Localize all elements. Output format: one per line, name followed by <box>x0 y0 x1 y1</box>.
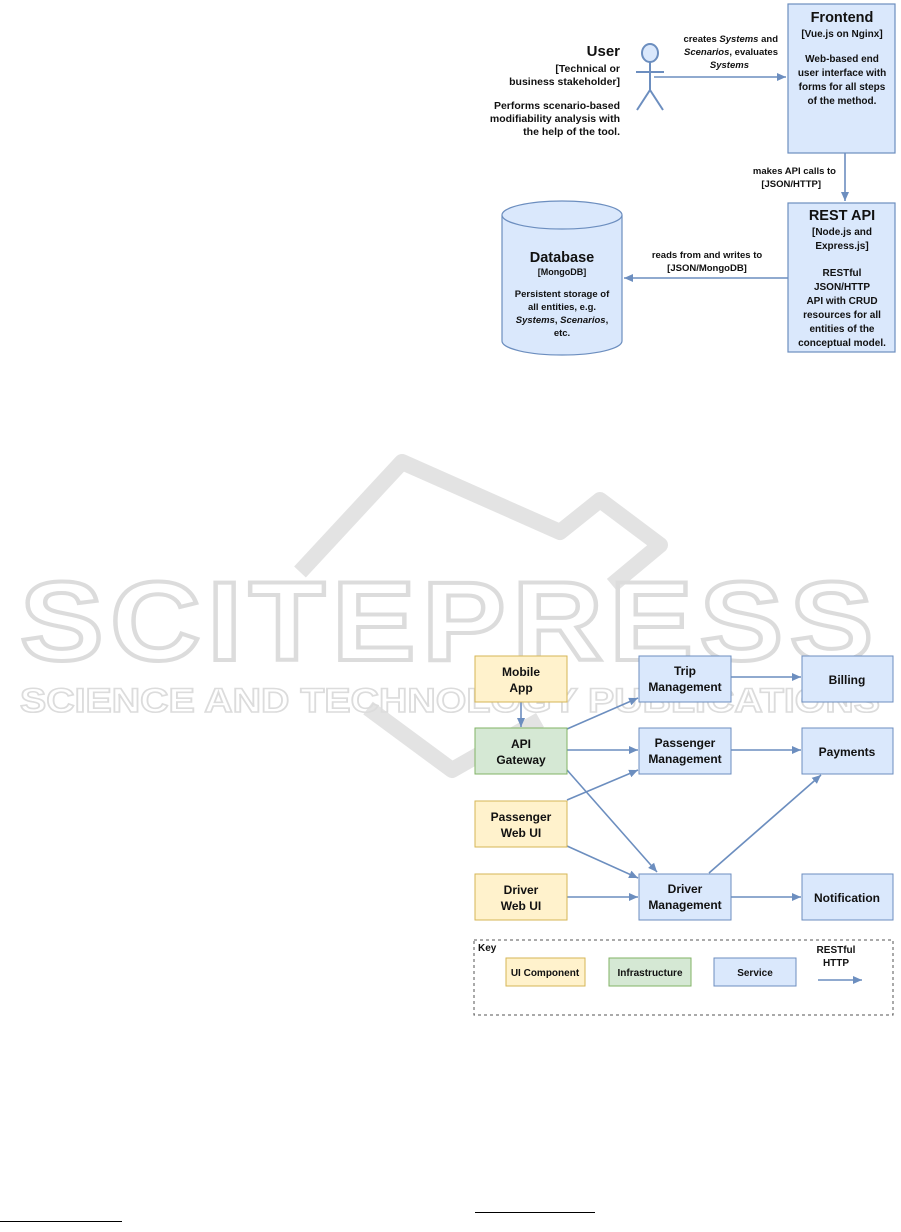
svg-text:[MongoDB]: [MongoDB] <box>538 267 586 277</box>
node-notification: Notification <box>801 873 894 921</box>
legend-restful-arrow: RESTful HTTP <box>817 945 862 984</box>
svg-text:Systems, Scenarios,: Systems, Scenarios, <box>516 315 608 326</box>
label-frontend-to-api: makes API calls to [JSON/HTTP] <box>753 166 836 190</box>
legend-infrastructure: Infrastructure <box>608 957 692 987</box>
footnote-rule-left <box>0 1221 122 1222</box>
node-passenger-web-ui: Passenger Web UI <box>474 800 568 848</box>
frontend-title: Frontend <box>811 10 874 26</box>
rest-api-title: REST API <box>809 208 875 224</box>
svg-text:[JSON/HTTP]: [JSON/HTTP] <box>761 179 821 190</box>
arrow-passengerui-to-passenger <box>566 769 639 801</box>
svg-text:Infrastructure: Infrastructure <box>617 968 682 979</box>
svg-text:the help of the tool.: the help of the tool. <box>523 126 620 138</box>
database-cylinder-icon <box>501 215 623 356</box>
svg-text:Service: Service <box>737 968 773 979</box>
user-actor-icon <box>636 43 664 111</box>
svg-text:Systems: Systems <box>710 60 749 71</box>
svg-text:makes API calls to: makes API calls to <box>753 166 836 177</box>
svg-text:Notification: Notification <box>814 891 880 905</box>
frontend-container: Frontend [Vue.js on Nginx] Web-based end… <box>787 3 896 154</box>
label-api-to-database: reads from and writes to [JSON/MongoDB] <box>652 250 763 274</box>
svg-text:UI Component: UI Component <box>511 968 580 979</box>
database-title: Database <box>530 250 594 266</box>
svg-text:Passenger: Passenger <box>491 810 552 824</box>
footnote-rule-right <box>475 1212 595 1213</box>
svg-text:API with CRUD: API with CRUD <box>806 296 877 307</box>
legend-service: Service <box>713 957 797 987</box>
svg-text:all entities, e.g.: all entities, e.g. <box>528 302 596 313</box>
svg-text:user interface with: user interface with <box>798 68 886 79</box>
svg-text:API: API <box>511 737 531 751</box>
node-driver-management: Driver Management <box>638 873 732 921</box>
svg-text:business stakeholder]: business stakeholder] <box>509 76 620 88</box>
svg-text:Performs scenario-based: Performs scenario-based <box>494 100 620 112</box>
node-payments: Payments <box>801 727 894 775</box>
node-passenger-management: Passenger Management <box>638 727 732 775</box>
svg-text:[Vue.js on Nginx]: [Vue.js on Nginx] <box>801 29 882 40</box>
svg-text:Scenarios, evaluates: Scenarios, evaluates <box>684 47 778 58</box>
legend-ui-component: UI Component <box>505 957 586 987</box>
arrow-driver-to-payments <box>708 774 822 874</box>
svg-text:resources for all: resources for all <box>803 310 881 321</box>
rest-api-container: REST API [Node.js and Express.js] RESTfu… <box>787 202 896 353</box>
svg-text:Trip: Trip <box>674 664 696 678</box>
svg-text:Mobile: Mobile <box>502 665 540 679</box>
svg-text:RESTful: RESTful <box>817 945 856 956</box>
arrow-gateway-to-trip <box>566 697 639 730</box>
user-title: User <box>587 43 621 60</box>
node-driver-web-ui: Driver Web UI <box>474 873 568 921</box>
svg-text:Web-based end: Web-based end <box>805 54 879 65</box>
microservice-arrows <box>517 673 822 901</box>
svg-text:Billing: Billing <box>829 673 866 687</box>
svg-text:Management: Management <box>648 752 721 766</box>
svg-text:conceptual model.: conceptual model. <box>798 338 886 349</box>
legend: Key UI Component Infrastructure Service … <box>473 939 894 1016</box>
svg-text:creates Systems and: creates Systems and <box>683 34 778 45</box>
svg-text:JSON/HTTP: JSON/HTTP <box>814 282 870 293</box>
svg-text:HTTP: HTTP <box>823 958 849 969</box>
svg-text:Management: Management <box>648 680 721 694</box>
svg-text:Driver: Driver <box>668 882 703 896</box>
node-trip-management: Trip Management <box>638 655 732 703</box>
svg-text:App: App <box>509 681 532 695</box>
legend-title: Key <box>478 943 497 954</box>
svg-text:of the method.: of the method. <box>808 96 877 107</box>
svg-text:Management: Management <box>648 898 721 912</box>
svg-text:[JSON/MongoDB]: [JSON/MongoDB] <box>667 263 747 274</box>
svg-text:Web UI: Web UI <box>501 826 541 840</box>
watermark-book-icon <box>294 454 668 592</box>
label-user-to-frontend: creates Systems and Scenarios, evaluates… <box>683 34 778 71</box>
svg-text:Web UI: Web UI <box>501 899 541 913</box>
svg-text:Passenger: Passenger <box>655 736 716 750</box>
user-description: User [Technical or business stakeholder]… <box>490 43 620 138</box>
svg-text:Persistent storage of: Persistent storage of <box>515 289 610 300</box>
arrow-passengerui-to-driver <box>566 845 639 879</box>
database-container: Database [MongoDB] Persistent storage of… <box>501 200 623 356</box>
svg-text:etc.: etc. <box>554 328 570 339</box>
watermark-big: SCITEPRESS <box>20 559 880 684</box>
arrow-gateway-to-driver <box>566 769 658 873</box>
svg-text:modifiability analysis with: modifiability analysis with <box>490 113 620 125</box>
svg-text:forms for all steps: forms for all steps <box>799 82 886 93</box>
svg-text:Payments: Payments <box>819 745 876 759</box>
node-billing: Billing <box>801 655 894 703</box>
node-mobile-app: Mobile App <box>474 655 568 703</box>
svg-text:[Node.js and: [Node.js and <box>812 227 872 238</box>
svg-text:Gateway: Gateway <box>496 753 546 767</box>
svg-text:reads from and writes to: reads from and writes to <box>652 250 763 261</box>
watermark-sub: SCIENCE AND TECHNOLOGY PUBLICATIONS <box>20 682 880 720</box>
svg-text:Express.js]: Express.js] <box>815 241 868 252</box>
node-api-gateway: API Gateway <box>474 727 568 775</box>
svg-text:Driver: Driver <box>504 883 539 897</box>
svg-text:[Technical or: [Technical or <box>555 63 620 75</box>
svg-text:entities of the: entities of the <box>809 324 874 335</box>
svg-text:RESTful: RESTful <box>823 268 862 279</box>
